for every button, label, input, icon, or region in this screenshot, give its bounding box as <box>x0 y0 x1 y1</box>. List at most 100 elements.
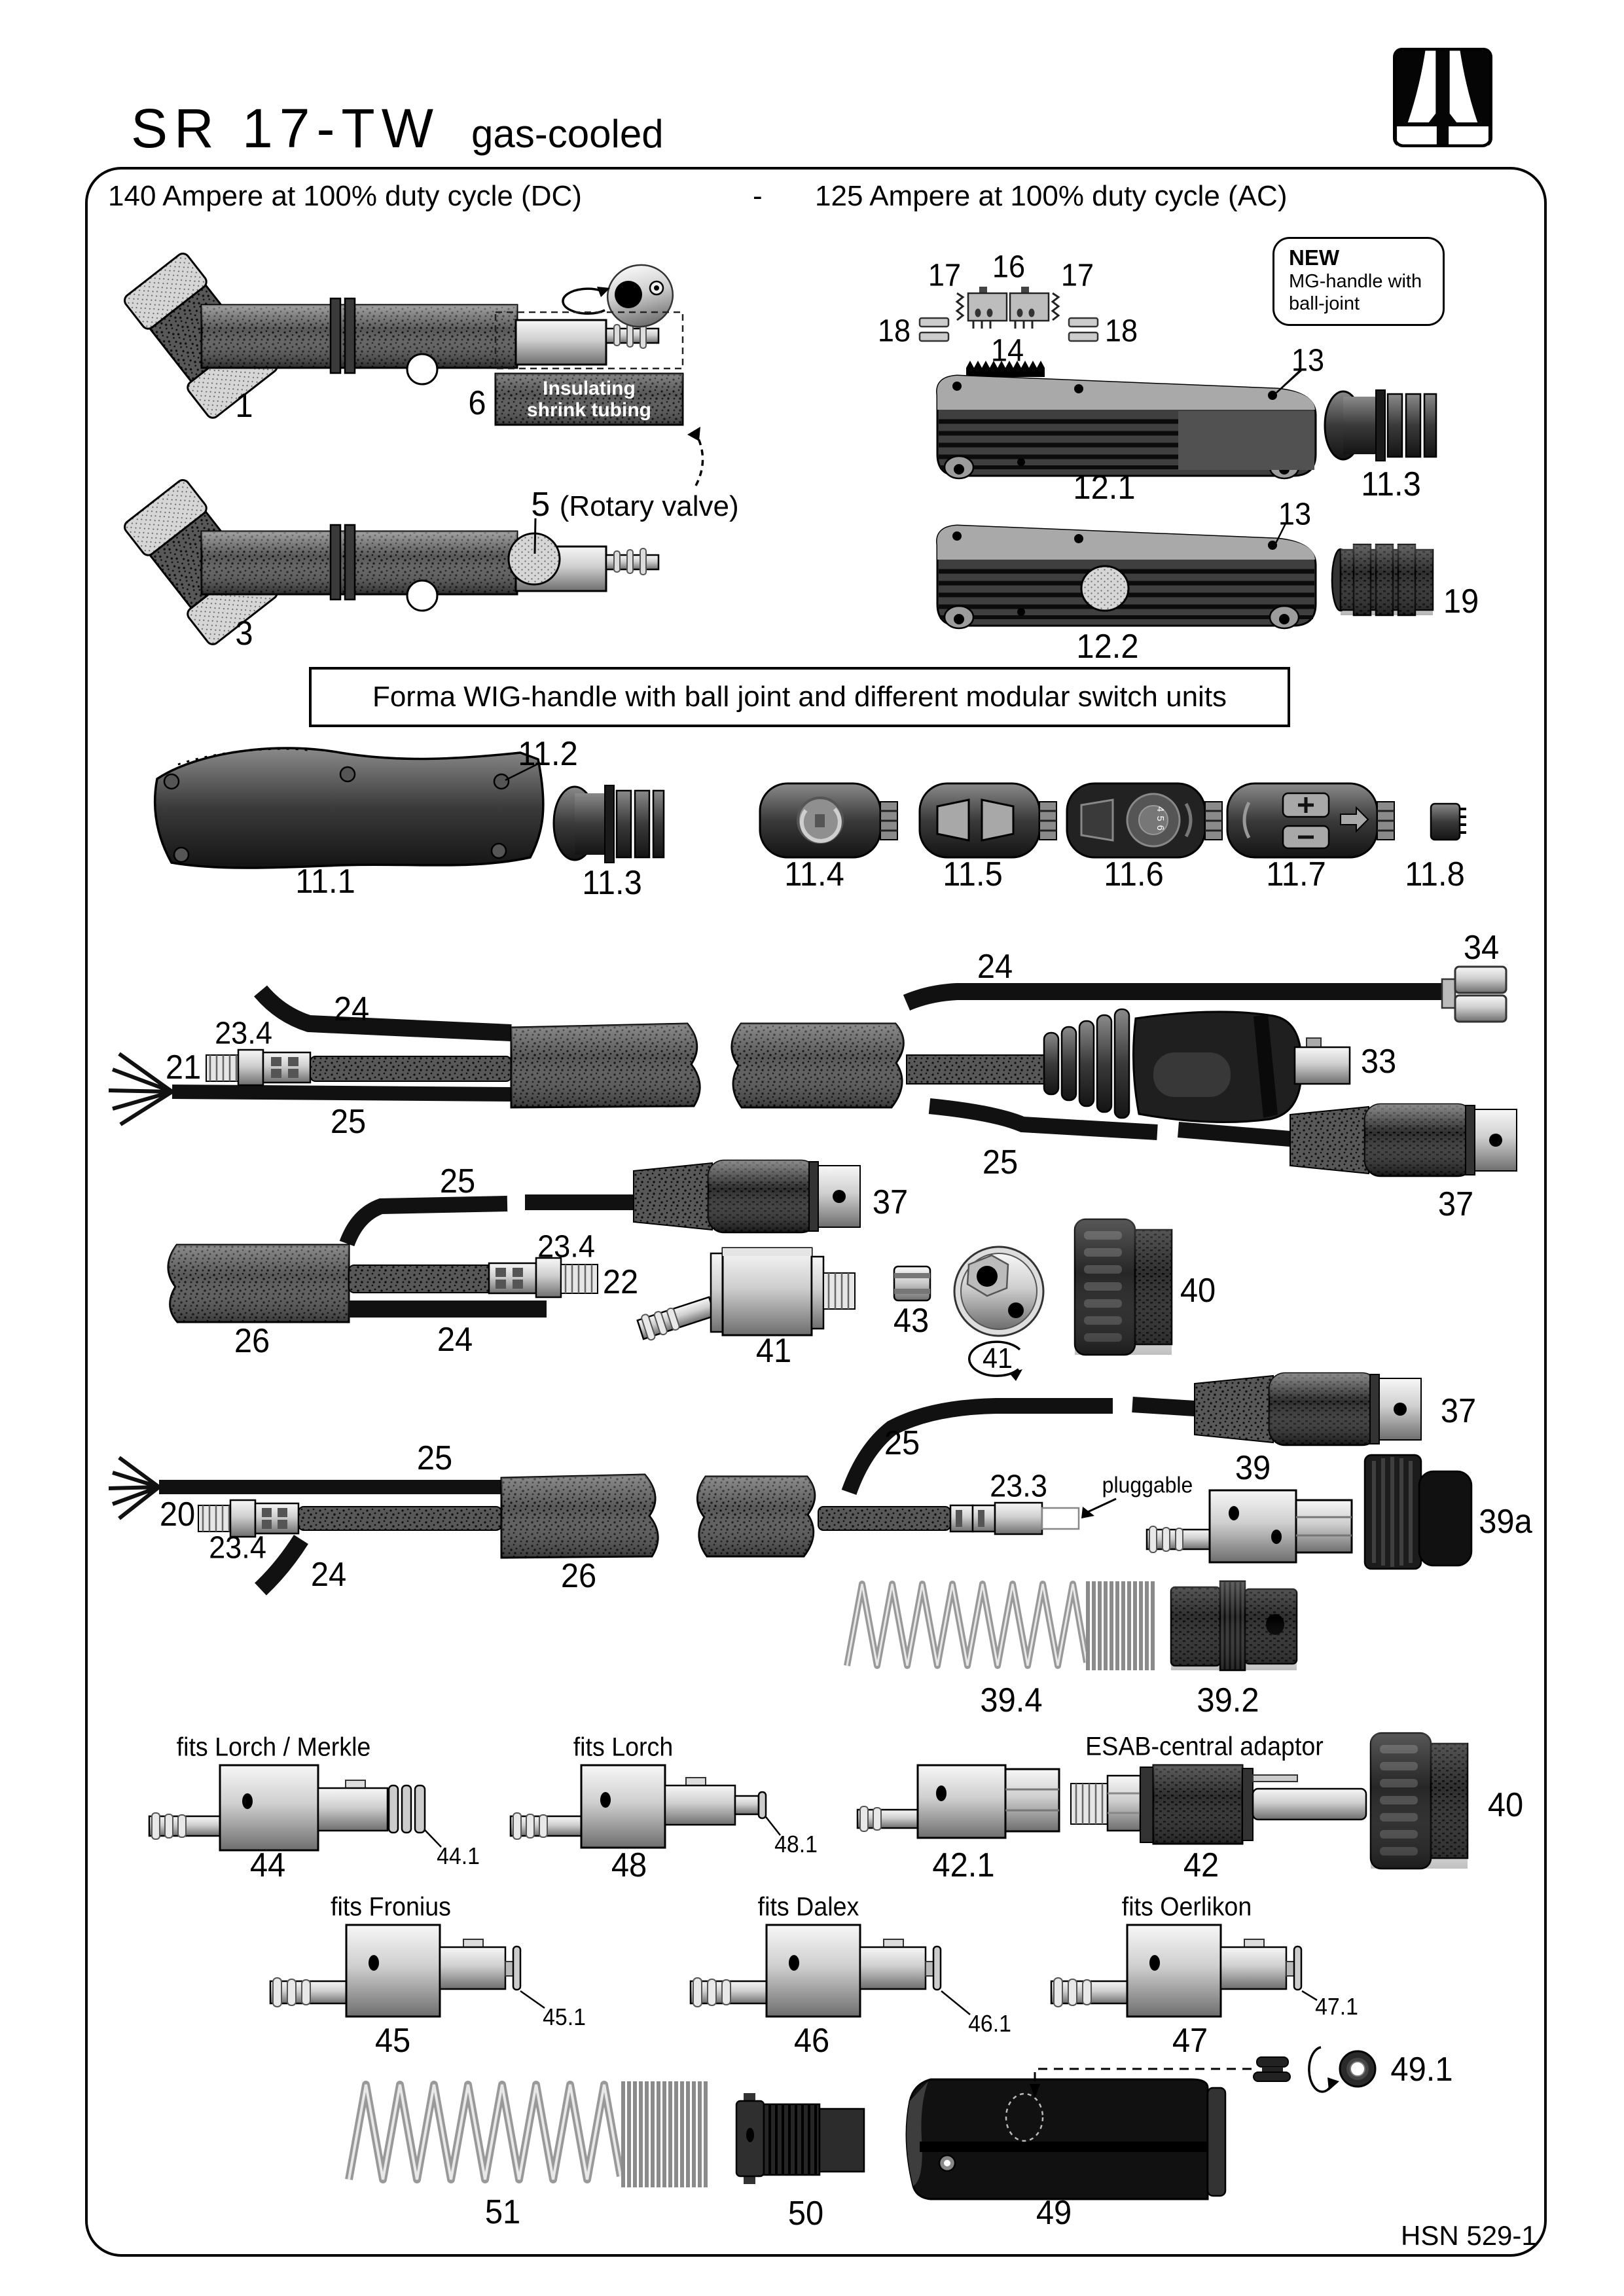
caption-fits-lorch: fits Lorch <box>573 1732 674 1762</box>
new-label: NEW <box>1289 245 1339 270</box>
model-name: SR 17-TW <box>131 98 441 159</box>
label-part-24-r1r: 24 <box>977 948 1013 986</box>
connector-37-row3 <box>1193 1372 1422 1446</box>
label-part-14: 14 <box>990 333 1024 368</box>
label-part-49: 49 <box>1036 2194 1072 2232</box>
label-part-34: 34 <box>1463 929 1500 967</box>
switch-11-8 <box>1430 802 1466 841</box>
new-feature-box: NEW MG-handle with ball-joint <box>1272 237 1445 326</box>
label-part-47-1: 47.1 <box>1315 1993 1358 2020</box>
leader-lines <box>1276 370 1302 393</box>
torch-body-1 <box>124 253 660 419</box>
label-part-26-r2: 26 <box>234 1322 270 1360</box>
adaptor-41 <box>636 1247 856 1341</box>
sleeve-19 <box>1331 543 1434 617</box>
label-part-24-r1l: 24 <box>333 990 370 1028</box>
central-plug-33 <box>1043 1008 1351 1123</box>
switch-11-6: 456 <box>1066 782 1223 859</box>
caption-fits-lorch-merkle: fits Lorch / Merkle <box>176 1732 371 1762</box>
rotation-icon <box>562 264 674 328</box>
label-part-3: 3 <box>235 615 253 653</box>
new-desc-1: MG-handle with <box>1289 271 1422 292</box>
adaptor-44 <box>148 1764 442 1852</box>
label-part-11-3-top: 11.3 <box>1361 465 1421 503</box>
label-part-11-8: 11.8 <box>1405 855 1465 893</box>
cable-assembly-row-2 <box>167 1159 1173 1381</box>
label-part-11-1: 11.1 <box>295 863 355 901</box>
switch-kit <box>918 287 1099 377</box>
label-part-21: 21 <box>165 1049 202 1086</box>
label-part-37-r3: 37 <box>1440 1392 1477 1430</box>
label-pluggable: pluggable <box>1102 1473 1193 1498</box>
caption-fits-dalex: fits Dalex <box>757 1892 859 1922</box>
switch-11-5 <box>918 782 1058 859</box>
label-part-22: 22 <box>602 1263 639 1301</box>
toothed-bar-14 <box>966 361 1045 377</box>
brand-logo-icon <box>1393 48 1492 147</box>
adaptor-48 <box>509 1764 781 1849</box>
label-part-19: 19 <box>1443 583 1479 620</box>
label-part-13-a: 13 <box>1291 343 1325 378</box>
switch-11-4 <box>759 782 899 859</box>
label-part-45: 45 <box>374 2022 411 2060</box>
doc-code: HSN 529-1 <box>1401 2220 1537 2251</box>
rating-separator: - <box>753 180 763 212</box>
adaptor-45 <box>269 1924 522 2018</box>
new-desc-2: ball-joint <box>1289 293 1360 314</box>
gas-valve-39 <box>1146 1489 1353 1564</box>
shrink-tubing-guides <box>494 311 704 486</box>
switch-11-7 <box>1226 782 1396 859</box>
sleeve-39-2 <box>1170 1580 1298 1672</box>
knob-40-rowA <box>1369 1732 1469 1870</box>
label-part-50: 50 <box>787 2195 824 2233</box>
label-part-23-4-r2: 23.4 <box>537 1229 595 1265</box>
connector-37-row2 <box>632 1159 861 1234</box>
label-part-25-r3l: 25 <box>416 1439 453 1477</box>
label-part-23-4-r1: 23.4 <box>215 1016 272 1051</box>
bracket-49 <box>905 2078 1227 2200</box>
banner-title: Forma WIG-handle with ball joint and dif… <box>309 667 1290 727</box>
handle-12-2 <box>937 523 1316 628</box>
label-part-12-2: 12.2 <box>1076 628 1139 666</box>
label-part-39a: 39a <box>1479 1503 1532 1541</box>
label-part-33: 33 <box>1360 1043 1397 1081</box>
label-part-1: 1 <box>235 387 253 425</box>
insulating-tube-label: Insulating shrink tubing <box>527 378 651 421</box>
knob-40-row2 <box>1074 1218 1173 1356</box>
handle-12-1 <box>937 370 1316 478</box>
label-part-11-4: 11.4 <box>784 855 844 893</box>
label-part-48: 48 <box>611 1846 647 1884</box>
label-part-39-4: 39.4 <box>980 1681 1043 1719</box>
end-cap-11-3-top <box>1324 389 1437 461</box>
cable-assembly-row-3 <box>108 1372 1473 1596</box>
rotary-valve-knob <box>507 532 561 586</box>
label-part-26-r3: 26 <box>560 1557 597 1595</box>
rating-ac: 125 Ampere at 100% duty cycle (AC) <box>815 180 1288 212</box>
connector-37-row1 <box>1289 1103 1518 1177</box>
label-part-11-2: 11.2 <box>518 735 578 773</box>
label-part-46-1: 46.1 <box>968 2010 1011 2037</box>
label-part-11-7: 11.7 <box>1266 855 1326 893</box>
diagram-border <box>85 167 1547 2257</box>
leader-lines-rowB <box>520 1990 1318 2015</box>
end-cap-11-3-mid <box>552 785 665 863</box>
label-part-37-r2: 37 <box>872 1183 909 1221</box>
torch-body-3 <box>124 479 660 645</box>
label-part-44-1: 44.1 <box>437 1842 480 1869</box>
label-part-47: 47 <box>1172 2022 1208 2060</box>
label-part-40-r2: 40 <box>1180 1272 1216 1310</box>
label-part-11-3-mid: 11.3 <box>582 864 642 902</box>
label-part-51: 51 <box>484 2193 521 2231</box>
adaptor-41-end-view <box>953 1246 1045 1381</box>
label-part-45-1: 45.1 <box>543 2003 586 2030</box>
label-part-41: 41 <box>755 1332 792 1370</box>
label-part-42: 42 <box>1183 1846 1219 1884</box>
shell-11-1 <box>153 747 545 869</box>
rating-dc: 140 Ampere at 100% duty cycle (DC) <box>108 180 582 212</box>
label-part-40-rowA: 40 <box>1487 1786 1524 1824</box>
caption-fits-fronius: fits Fronius <box>331 1892 451 1922</box>
label-part-46: 46 <box>793 2022 830 2060</box>
label-part-18-right: 18 <box>1104 314 1138 349</box>
